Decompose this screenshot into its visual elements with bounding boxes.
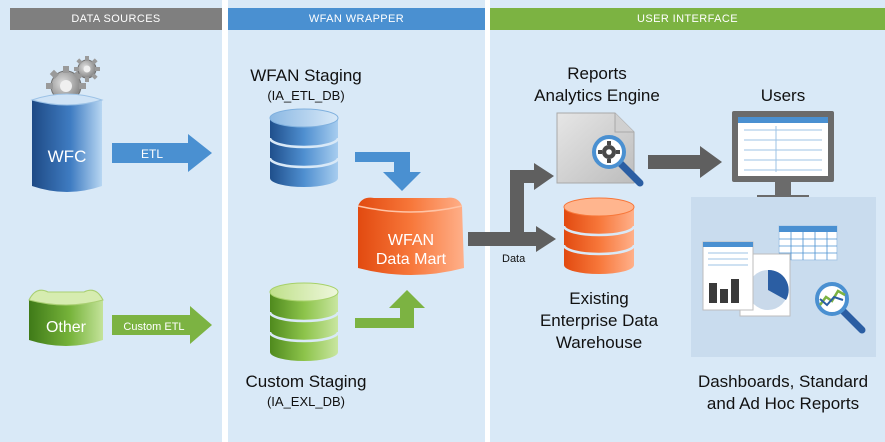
wfan-staging-label: WFAN Staging — [250, 66, 362, 85]
users-label: Users — [760, 86, 806, 105]
custom-to-mart-arrow — [355, 290, 425, 328]
edw-label-line1: Existing — [569, 289, 629, 308]
etl-label: ETL — [141, 147, 163, 161]
data-label: Data — [502, 253, 526, 265]
dashboards-label-line1: Dashboards, Standard — [697, 372, 869, 391]
wfan-staging-db-icon — [268, 108, 340, 187]
dashboards-label-line2: and Ad Hoc Reports — [706, 394, 860, 413]
panel-data-sources — [0, 0, 222, 442]
reports-engine-label-line2: Analytics Engine — [534, 86, 660, 105]
other-source-icon — [28, 289, 104, 346]
magnifier-gear-icon — [592, 135, 644, 187]
edw-label-line2: Enterprise Data — [539, 311, 659, 330]
data-mart-label-line2: Data Mart — [376, 251, 447, 268]
wfan-staging-db-label: (IA_ETL_DB) — [267, 88, 345, 103]
header-user-interface: USER INTERFACE — [490, 8, 885, 30]
edw-label-line3: Warehouse — [555, 333, 643, 352]
monitor-icon — [732, 111, 834, 202]
header-wfan-wrapper: WFAN WRAPPER — [228, 8, 485, 30]
wfc-source-icon — [30, 93, 104, 192]
data-mart-label-line1: WFAN — [388, 232, 434, 249]
wfc-label: WFC — [48, 147, 87, 166]
bar-chart-report-icon — [702, 241, 754, 311]
custom-etl-arrow — [112, 306, 212, 344]
custom-staging-db-label: (IA_EXL_DB) — [266, 394, 346, 409]
engine-to-users-arrow — [648, 146, 722, 178]
data-split-arrow — [468, 163, 556, 252]
reports-engine-label-line1: Reports — [567, 64, 627, 83]
custom-etl-label: Custom ETL — [123, 321, 184, 333]
edw-db-icon — [562, 197, 636, 274]
etl-arrow — [112, 134, 212, 172]
data-mart-icon — [357, 197, 464, 275]
staging-to-mart-arrow — [355, 152, 421, 191]
header-data-sources: DATA SOURCES — [10, 8, 222, 30]
custom-staging-db-icon — [268, 282, 340, 361]
custom-staging-label: Custom Staging — [245, 372, 367, 391]
dashboards-collage — [691, 197, 876, 357]
trend-magnifier-icon — [815, 282, 866, 334]
other-label: Other — [46, 319, 87, 336]
